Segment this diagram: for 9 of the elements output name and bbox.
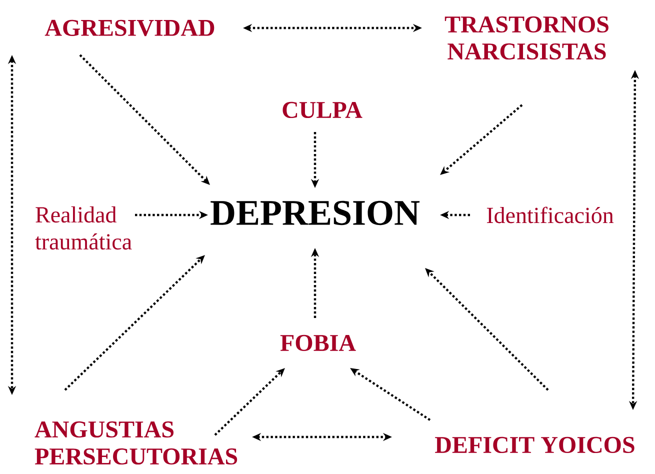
concept-label: Identificación [486, 206, 614, 224]
concept-label: CULPA [282, 102, 362, 118]
concept-label: Realidad traumática [35, 206, 132, 250]
concept-label: FOBIA [280, 334, 356, 352]
concept-label: DEFICIT YOICOS [435, 436, 634, 454]
central-concept: DEPRESION [210, 200, 420, 226]
concept-label: ANGUSTIAS PERSECUTORIAS [34, 421, 238, 465]
concept-label: AGRESIVIDAD [44, 20, 214, 36]
concept-label: TRASTORNOS NARCISISTAS [444, 16, 608, 60]
